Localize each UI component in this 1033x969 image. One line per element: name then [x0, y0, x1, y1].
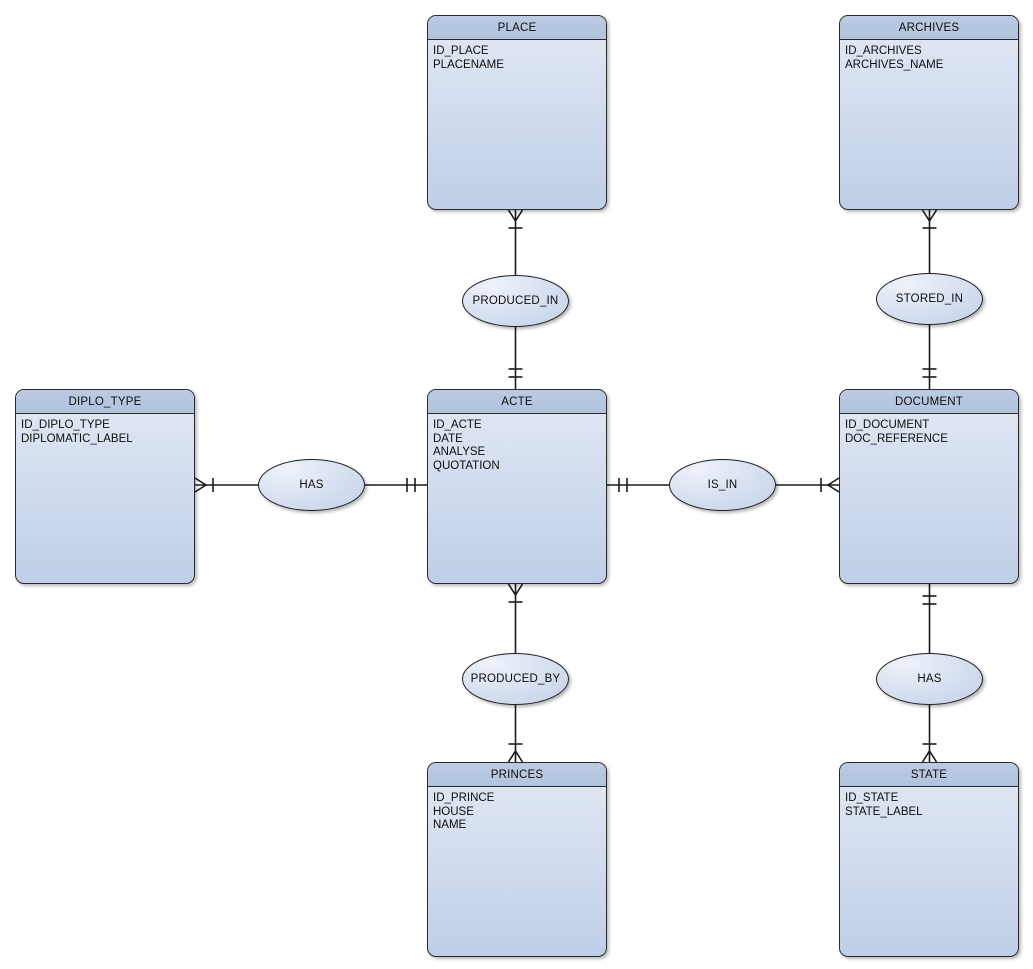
crowsfoot-icon — [507, 209, 524, 223]
attribute: DATE — [433, 432, 463, 445]
relationship-label: PRODUCED_BY — [470, 673, 561, 685]
entity-title-place: PLACE — [428, 16, 606, 40]
attribute: PLACENAME — [433, 58, 504, 71]
relationship-is_in[interactable]: IS_IN — [669, 459, 776, 511]
relationship-label: PRODUCED_IN — [472, 295, 559, 307]
attribute: QUOTATION — [433, 459, 500, 472]
crowsfoot-icon — [921, 749, 938, 763]
relationship-produced_in[interactable]: PRODUCED_IN — [462, 275, 569, 327]
relationship-produced_by[interactable]: PRODUCED_BY — [462, 653, 569, 705]
attribute: ID_DOCUMENT — [845, 419, 930, 431]
relationship-has_state[interactable]: HAS — [876, 653, 983, 705]
entity-title-state: STATE — [840, 763, 1018, 787]
entity-title-acte: ACTE — [428, 390, 606, 414]
crowsfoot-icon — [507, 583, 524, 597]
entity-title-document: DOCUMENT — [840, 390, 1018, 414]
attribute: ARCHIVES_NAME — [845, 58, 944, 71]
attribute: DOC_REFERENCE — [845, 432, 948, 445]
relationship-label: IS_IN — [707, 479, 738, 491]
crowsfoot-icon — [826, 477, 840, 493]
attribute: NAME — [433, 819, 467, 832]
entity-title-diplo_type: DIPLO_TYPE — [16, 390, 194, 414]
attribute: ID_PLACE — [433, 45, 489, 57]
relationship-has_diplo[interactable]: HAS — [258, 459, 365, 511]
attribute: ANALYSE — [433, 446, 486, 459]
relationship-stored_in[interactable]: STORED_IN — [876, 273, 983, 325]
attribute: DIPLOMATIC_LABEL — [21, 432, 133, 445]
attribute: ID_ARCHIVES — [845, 45, 922, 57]
crowsfoot-icon — [921, 209, 938, 223]
crowsfoot-icon — [507, 749, 524, 763]
attribute: ID_STATE — [845, 792, 899, 804]
relationship-label: HAS — [299, 479, 324, 491]
attribute: STATE_LABEL — [845, 805, 923, 818]
entity-title-archives: ARCHIVES — [840, 16, 1018, 40]
attribute: ID_DIPLO_TYPE — [21, 419, 110, 431]
crowsfoot-icon — [194, 477, 208, 493]
attribute: HOUSE — [433, 805, 474, 818]
attribute: ID_ACTE — [433, 419, 482, 431]
relationship-label: STORED_IN — [895, 293, 964, 305]
entity-title-princes: PRINCES — [428, 763, 606, 787]
attribute: ID_PRINCE — [433, 792, 495, 804]
relationship-label: HAS — [917, 673, 942, 685]
